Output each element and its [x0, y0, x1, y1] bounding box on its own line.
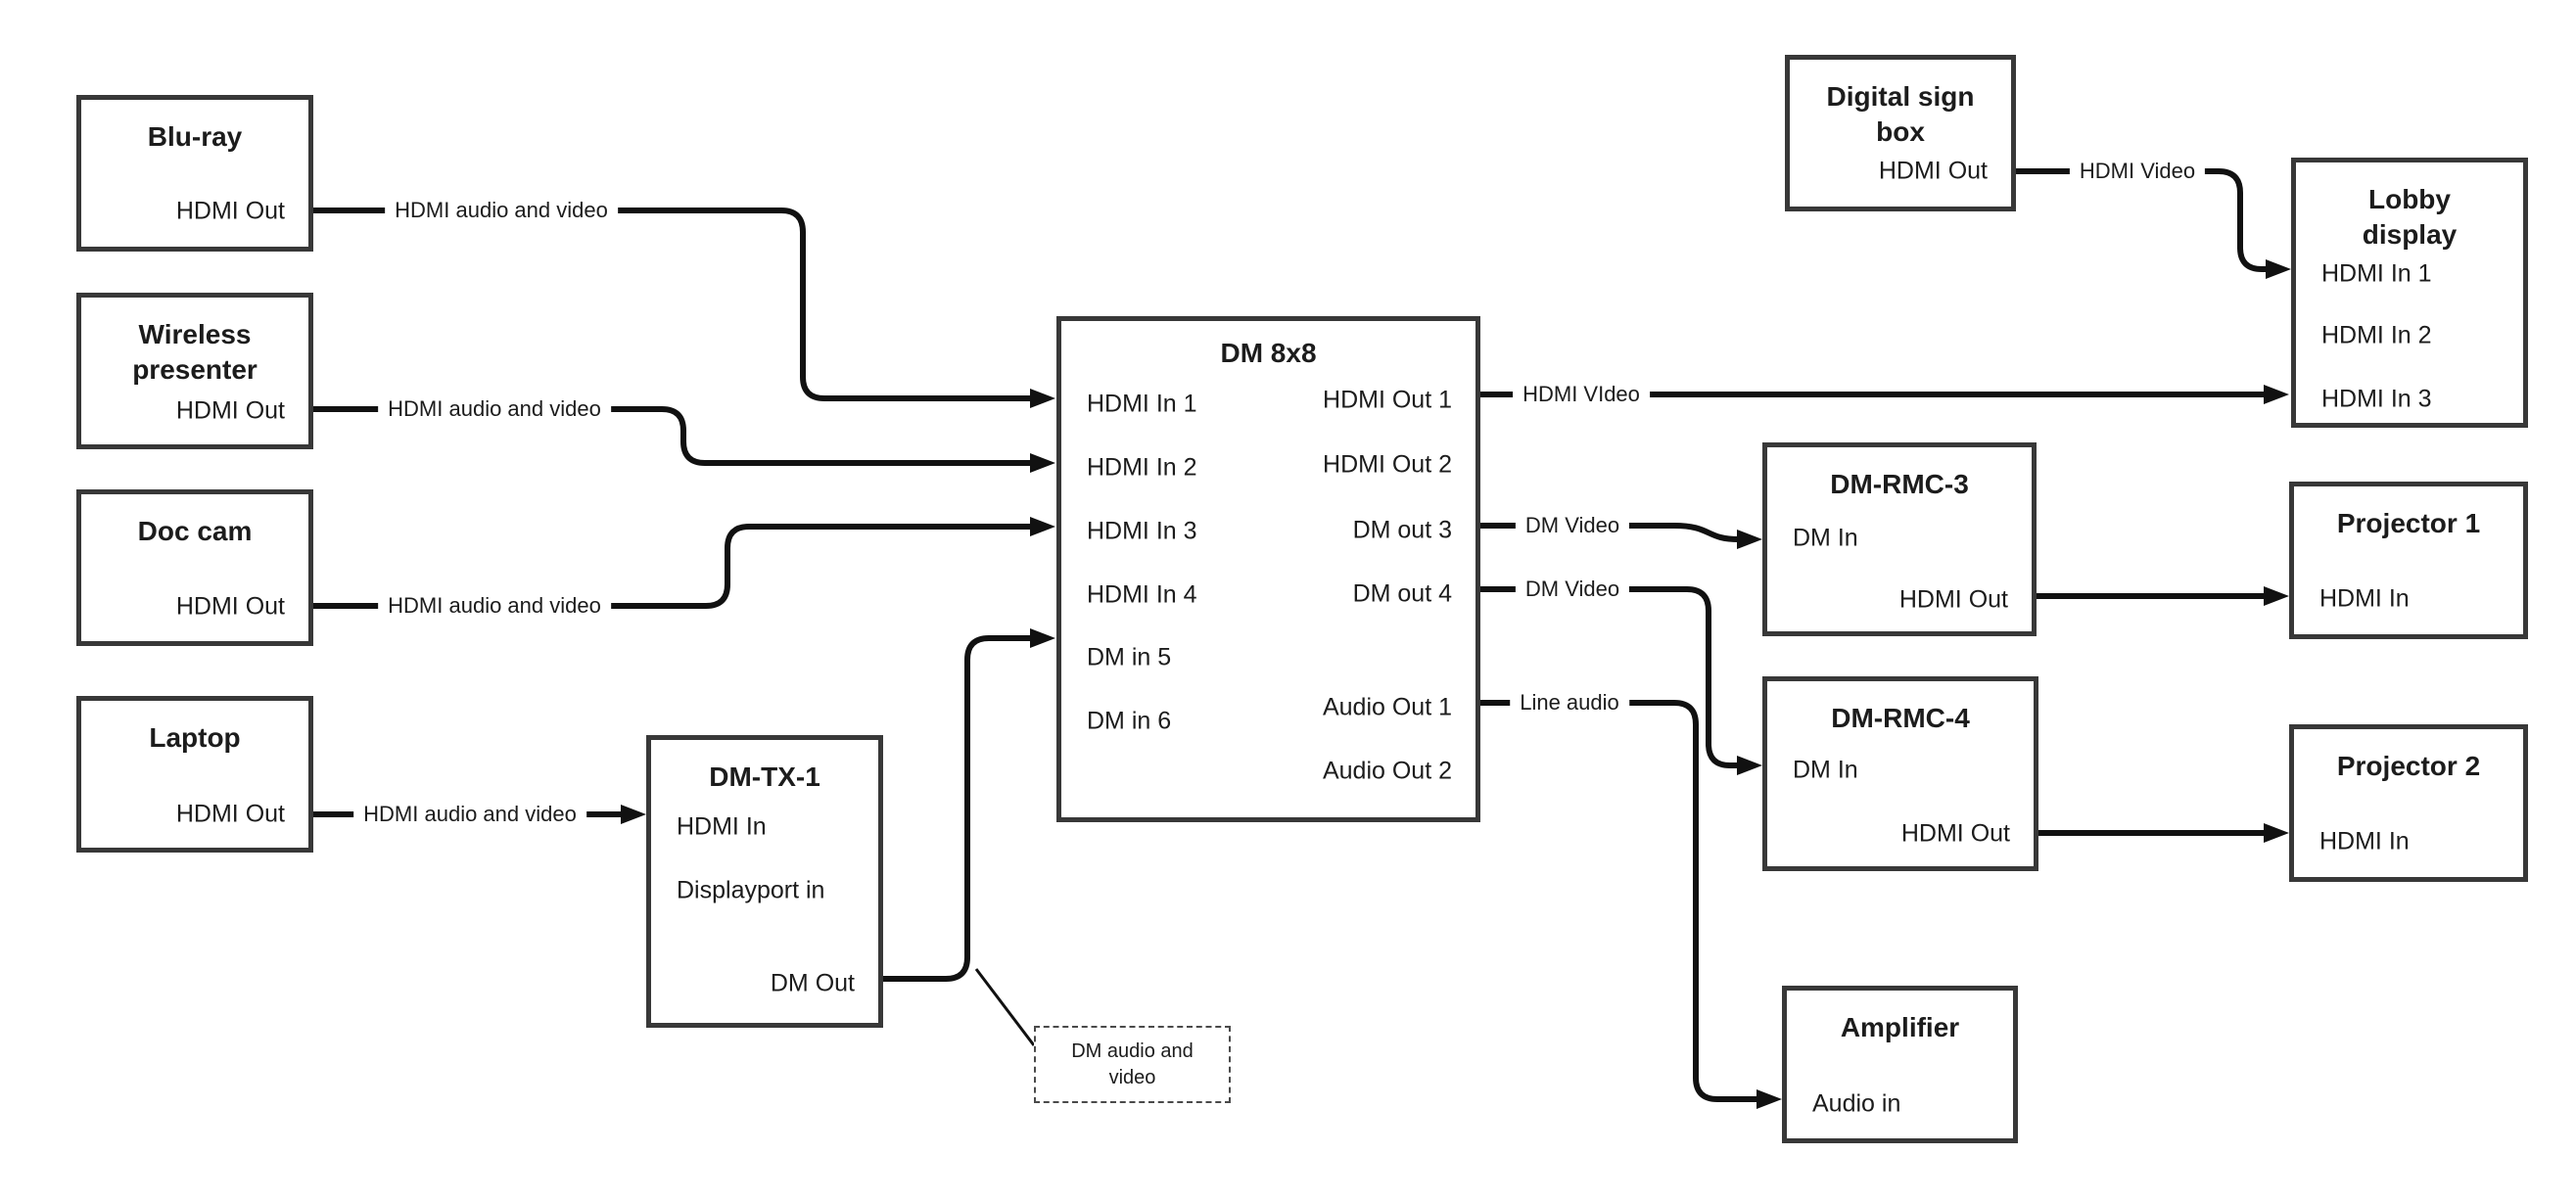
wire-label-dm-video-out3: DM Video [1515, 513, 1630, 538]
node-wireless-presenter: Wireless presenter HDMI Out [76, 293, 313, 449]
port-lobby-hdmi-in-3: HDMI In 3 [2321, 385, 2432, 413]
note-text: DM audio and video [1071, 1039, 1194, 1088]
port-laptop-hdmi-out: HDMI Out [175, 800, 285, 828]
port-dm8x8-dm-in-6: DM in 6 [1087, 707, 1172, 735]
port-projector1-hdmi-in: HDMI In [2319, 584, 2410, 613]
port-dmtx1-dm-out: DM Out [770, 969, 855, 997]
arrowhead-amplifier-audio-in [1756, 1089, 1782, 1109]
wire-digitalsign-to-lobby-in1 [2016, 168, 2268, 272]
node-title: Projector 1 [2336, 508, 2481, 538]
port-projector2-hdmi-in: HDMI In [2319, 827, 2410, 855]
port-dm8x8-audio-out-1: Audio Out 1 [1322, 693, 1452, 721]
arrowhead-projector1-hdmi-in [2264, 586, 2289, 606]
port-rmc3-hdmi-out: HDMI Out [1898, 585, 2008, 614]
port-amplifier-audio-in: Audio in [1812, 1089, 1901, 1118]
port-dm8x8-dm-out-3: DM out 3 [1352, 516, 1452, 544]
wire-label-bluray-hdmi-av: HDMI audio and video [385, 198, 618, 223]
port-dm8x8-hdmi-in-2: HDMI In 2 [1087, 453, 1197, 482]
wire-dmtx1-to-dm8x8-in5 [883, 635, 1032, 982]
node-title: Digital sign box [1826, 81, 1975, 147]
arrowhead-dm8x8-in2 [1030, 453, 1055, 473]
wire-label-doccam-hdmi-av: HDMI audio and video [378, 593, 611, 619]
port-rmc4-dm-in: DM In [1793, 756, 1858, 784]
port-dm8x8-audio-out-2: Audio Out 2 [1322, 757, 1452, 785]
node-lobby-display: Lobby display HDMI In 1 HDMI In 2 HDMI I… [2291, 158, 2528, 428]
note-leader-line [974, 968, 1036, 1046]
port-dm8x8-hdmi-out-1: HDMI Out 1 [1323, 386, 1452, 414]
arrowhead-lobby-in3 [2264, 385, 2289, 404]
node-dm-rmc-3: DM-RMC-3 DM In HDMI Out [1762, 442, 2037, 636]
arrowhead-dm8x8-in3 [1030, 517, 1055, 536]
arrowhead-projector2-hdmi-in [2264, 823, 2289, 843]
node-doc-cam: Doc cam HDMI Out [76, 489, 313, 646]
node-title: Blu-ray [147, 121, 243, 152]
node-bluray: Blu-ray HDMI Out [76, 95, 313, 252]
port-doccam-hdmi-out: HDMI Out [175, 592, 285, 621]
arrowhead-dmtx1-hdmi-in [621, 805, 646, 824]
port-dmtx1-displayport-in: Displayport in [677, 876, 825, 904]
node-dm-8x8: DM 8x8 HDMI In 1 HDMI In 2 HDMI In 3 HDM… [1056, 316, 1480, 822]
note-dm-audio-and-video: DM audio and video [1034, 1026, 1231, 1103]
arrowhead-rmc4-dm-in [1737, 756, 1762, 775]
port-dm8x8-hdmi-in-1: HDMI In 1 [1087, 390, 1197, 418]
node-dm-tx-1: DM-TX-1 HDMI In Displayport in DM Out [646, 735, 883, 1028]
arrowhead-rmc3-dm-in [1737, 530, 1762, 549]
arrowhead-lobby-in1 [2266, 259, 2291, 279]
port-rmc3-dm-in: DM In [1793, 524, 1858, 552]
node-title: Doc cam [137, 516, 253, 546]
wire-dm8x8-out3-to-rmc3 [1480, 523, 1740, 542]
arrowhead-dm8x8-in5 [1030, 628, 1055, 648]
port-dm8x8-hdmi-in-3: HDMI In 3 [1087, 517, 1197, 545]
port-wireless-hdmi-out: HDMI Out [175, 396, 285, 425]
wire-wireless-to-dm8x8-in2 [313, 406, 1032, 466]
node-title: Lobby display [2362, 184, 2458, 250]
wire-label-dm-video-out4: DM Video [1515, 577, 1630, 602]
port-bluray-hdmi-out: HDMI Out [175, 197, 285, 225]
node-title: Projector 2 [2336, 751, 2481, 781]
node-amplifier: Amplifier Audio in [1782, 986, 2018, 1143]
wire-dm8x8-audio1-to-amplifier [1480, 700, 1758, 1102]
node-title: DM-TX-1 [709, 762, 820, 792]
port-lobby-hdmi-in-1: HDMI In 1 [2321, 259, 2432, 288]
port-dm8x8-hdmi-in-4: HDMI In 4 [1087, 580, 1197, 609]
node-dm-rmc-4: DM-RMC-4 DM In HDMI Out [1762, 676, 2038, 871]
port-rmc4-hdmi-out: HDMI Out [1900, 819, 2010, 848]
wire-label-wireless-hdmi-av: HDMI audio and video [378, 396, 611, 422]
port-lobby-hdmi-in-2: HDMI In 2 [2321, 321, 2432, 349]
node-title: Amplifier [1840, 1012, 1960, 1042]
node-projector-1: Projector 1 HDMI In [2289, 482, 2528, 639]
port-dm8x8-dm-out-4: DM out 4 [1352, 579, 1452, 608]
wire-bluray-to-dm8x8-in1 [313, 208, 1032, 401]
node-digital-sign-box: Digital sign box HDMI Out [1785, 55, 2016, 211]
node-laptop: Laptop HDMI Out [76, 696, 313, 853]
port-digitalsign-hdmi-out: HDMI Out [1878, 157, 1988, 185]
wire-label-laptop-hdmi-av: HDMI audio and video [353, 802, 586, 827]
node-title: DM-RMC-3 [1830, 469, 1969, 499]
wire-label-hdmi-video-sign: HDMI Video [2069, 159, 2206, 184]
wire-label-line-audio: Line audio [1510, 690, 1629, 716]
arrowhead-dm8x8-in1 [1030, 389, 1055, 408]
wire-doccam-to-dm8x8-in3 [313, 524, 1032, 609]
node-title: Laptop [149, 722, 241, 753]
node-title: DM-RMC-4 [1831, 703, 1970, 733]
wire-dm8x8-out4-to-rmc4 [1480, 586, 1739, 768]
node-title: DM 8x8 [1220, 338, 1317, 368]
node-title: Wireless presenter [132, 319, 258, 385]
node-projector-2: Projector 2 HDMI In [2289, 724, 2528, 882]
port-dmtx1-hdmi-in: HDMI In [677, 812, 767, 841]
port-dm8x8-dm-in-5: DM in 5 [1087, 643, 1172, 671]
wire-label-hdmi-video-out1: HDMI VIdeo [1513, 382, 1650, 407]
port-dm8x8-hdmi-out-2: HDMI Out 2 [1323, 450, 1452, 479]
